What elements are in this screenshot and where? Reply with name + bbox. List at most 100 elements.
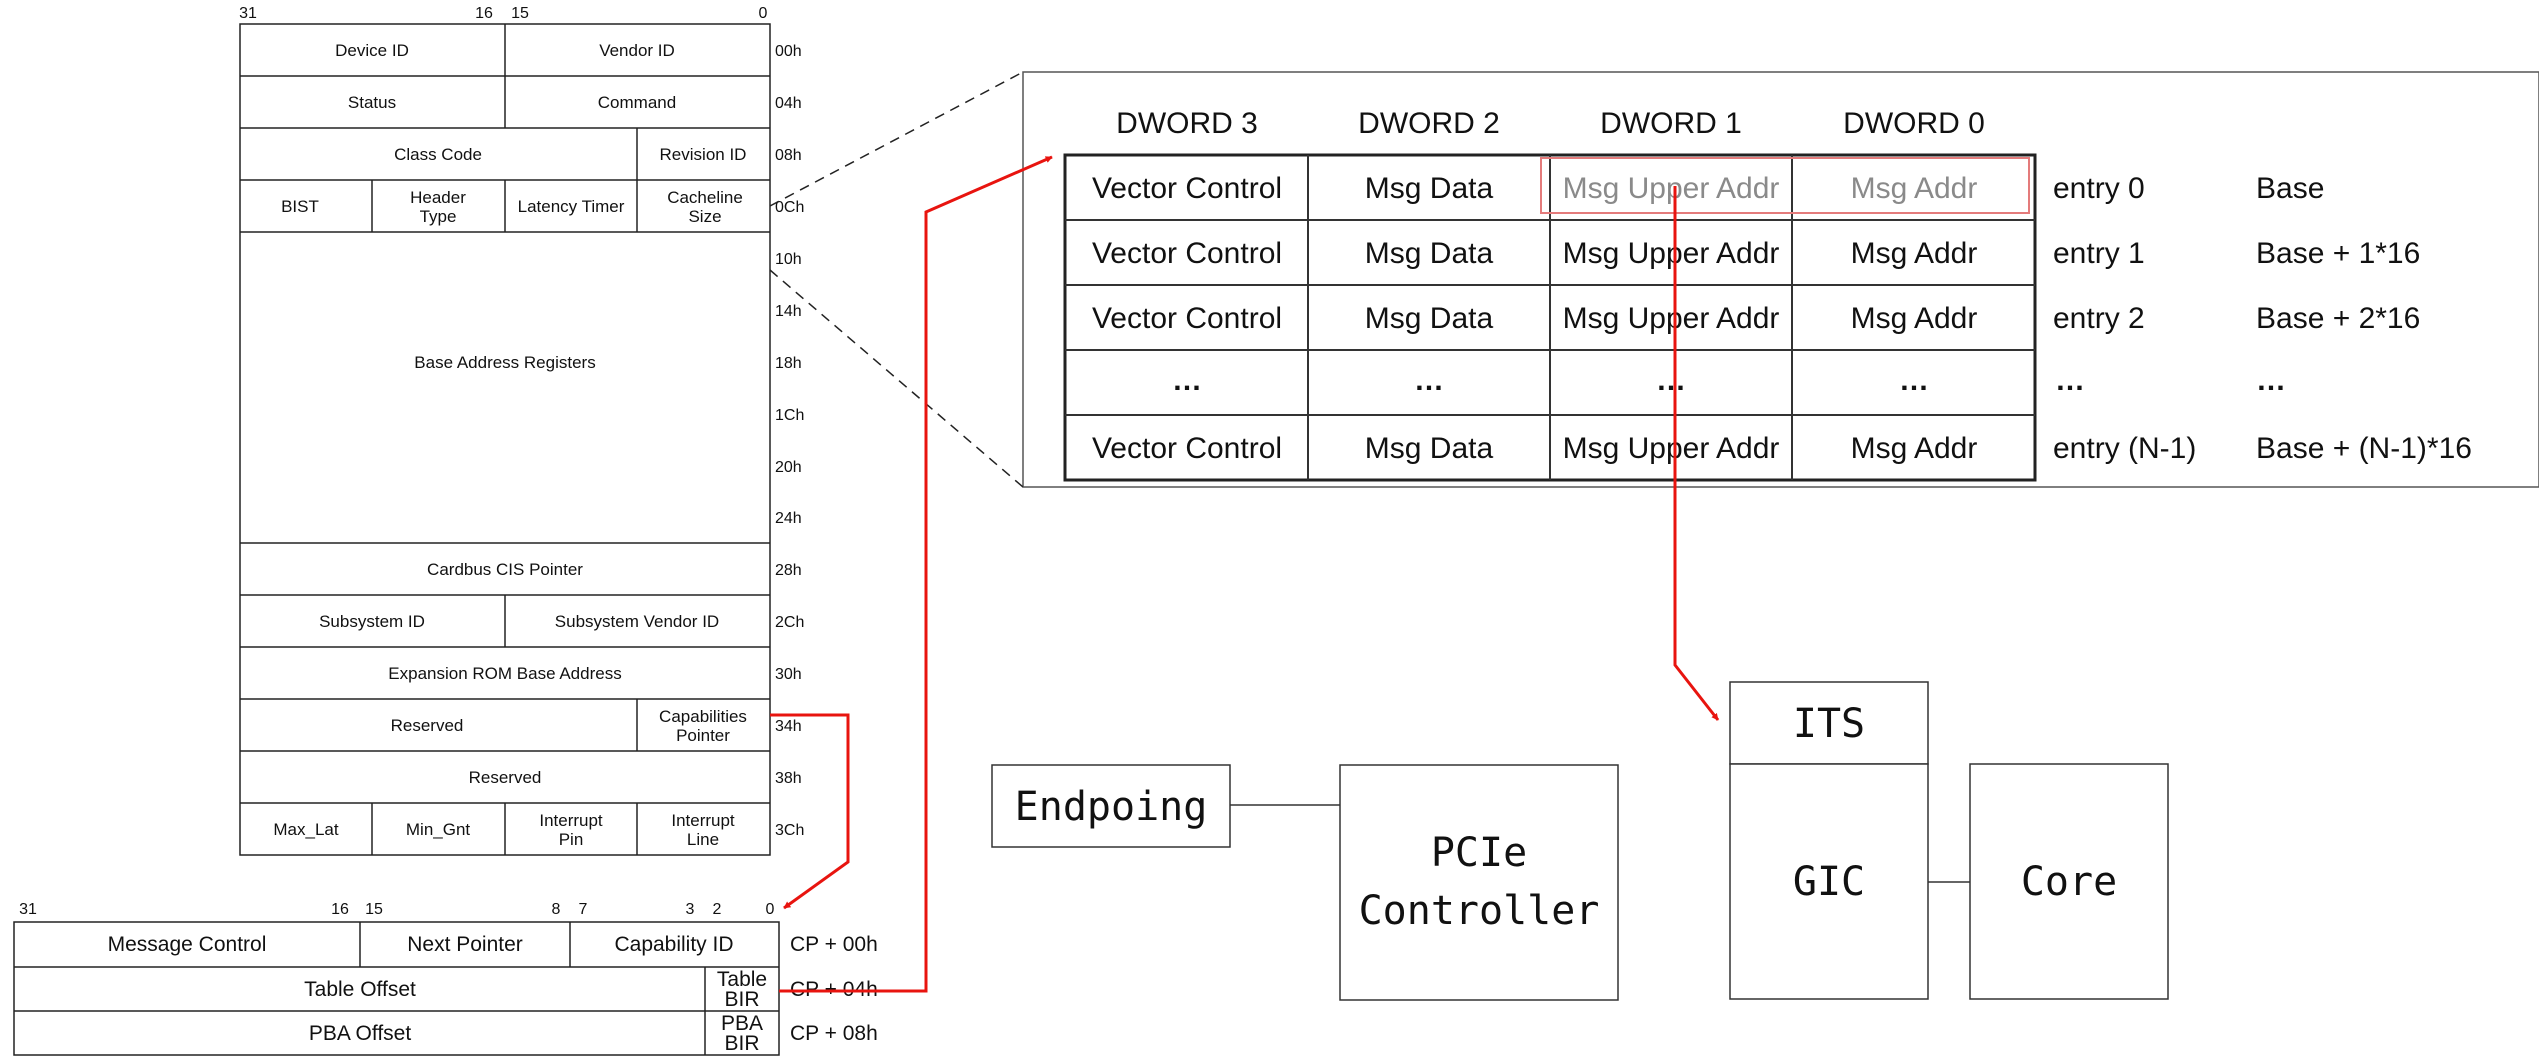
msix-cell-ellipsis: … bbox=[1172, 364, 1202, 397]
message-control-cell: Message Control bbox=[108, 933, 267, 956]
cap-bit-label-0: 0 bbox=[766, 901, 775, 918]
pcie-controller-label-line2: Controller bbox=[1359, 888, 1600, 934]
entry-label: entry 0 bbox=[2053, 172, 2145, 205]
endpoint-label: Endpoing bbox=[1015, 784, 1208, 830]
entry-label: entry 2 bbox=[2053, 302, 2145, 335]
msix-cell-msg-upper-addr: Msg Upper Addr bbox=[1563, 172, 1780, 205]
offset-label: 24h bbox=[775, 510, 802, 527]
header-type-cell-line2: Type bbox=[420, 207, 457, 226]
pba-bir-cell-line1: PBA bbox=[721, 1012, 763, 1035]
offset-label: 30h bbox=[775, 666, 802, 683]
offset-label: 0Ch bbox=[775, 199, 804, 216]
latency-timer-cell: Latency Timer bbox=[518, 197, 625, 216]
bit-label-16: 16 bbox=[475, 5, 493, 22]
pcie-controller-label-line1: PCIe bbox=[1431, 830, 1527, 876]
class-code-cell: Class Code bbox=[394, 145, 482, 164]
capabilities-pointer-cell-line2: Pointer bbox=[676, 726, 730, 745]
entry-label: … bbox=[2055, 364, 2085, 397]
msix-cell-vector-control: Vector Control bbox=[1092, 302, 1282, 335]
cap-bit-label-3: 3 bbox=[686, 901, 695, 918]
zoom-line-top bbox=[769, 71, 1024, 207]
status-cell: Status bbox=[348, 93, 396, 112]
offset-label: 04h bbox=[775, 95, 802, 112]
dword2-header: DWORD 2 bbox=[1358, 107, 1500, 140]
msix-cell-msg-data: Msg Data bbox=[1365, 237, 1494, 270]
pba-offset-cell: PBA Offset bbox=[309, 1022, 411, 1045]
capabilities-pointer-cell-line1: Capabilities bbox=[659, 707, 747, 726]
interrupt-pin-cell-line2: Pin bbox=[559, 830, 584, 849]
offset-label: 1Ch bbox=[775, 407, 804, 424]
cap-offset-label: CP + 08h bbox=[790, 1022, 878, 1045]
msix-cell-msg-addr: Msg Addr bbox=[1851, 172, 1978, 205]
cap-bit-label-7: 7 bbox=[579, 901, 588, 918]
revision-id-cell: Revision ID bbox=[660, 145, 747, 164]
entry-address: Base + 2*16 bbox=[2256, 302, 2420, 335]
msix-cell-msg-addr: Msg Addr bbox=[1851, 302, 1978, 335]
core-label: Core bbox=[2021, 859, 2117, 905]
cap-grid-lines bbox=[14, 922, 779, 1055]
cacheline-size-cell-line2: Size bbox=[688, 207, 721, 226]
pcie-controller-block bbox=[1339, 764, 1619, 1001]
table-offset-arrow bbox=[779, 155, 1053, 993]
entry-label: entry (N-1) bbox=[2053, 432, 2196, 465]
pba-bir-cell-line2: BIR bbox=[724, 1032, 759, 1055]
msix-cell-msg-data: Msg Data bbox=[1365, 432, 1494, 465]
bit-label-31: 31 bbox=[239, 5, 257, 22]
core-block bbox=[1969, 763, 2169, 1000]
offset-label: 20h bbox=[775, 459, 802, 476]
offset-label: 3Ch bbox=[775, 822, 804, 839]
red-arrows bbox=[770, 155, 1720, 993]
offset-label: 14h bbox=[775, 303, 802, 320]
cap-bit-label-16: 16 bbox=[331, 901, 349, 918]
msg-addr-to-its-arrow bbox=[1673, 186, 1720, 721]
zoom-line-bottom bbox=[769, 269, 1024, 488]
offset-label: 34h bbox=[775, 718, 802, 735]
cap-bit-label-2: 2 bbox=[713, 901, 722, 918]
cap-bit-label-31: 31 bbox=[19, 901, 37, 918]
msix-cell-vector-control: Vector Control bbox=[1092, 172, 1282, 205]
msix-table-panel: DWORD 3 DWORD 2 DWORD 1 DWORD 0 Vector C… bbox=[769, 71, 2539, 488]
bit-label-0: 0 bbox=[759, 5, 768, 22]
msix-cell-msg-upper-addr: Msg Upper Addr bbox=[1563, 302, 1780, 335]
offset-label: 18h bbox=[775, 355, 802, 372]
config-space-table: 31 16 15 0 bbox=[239, 5, 804, 856]
msix-cell-msg-upper-addr: Msg Upper Addr bbox=[1563, 432, 1780, 465]
entry-address: Base bbox=[2256, 172, 2324, 205]
bit-label-15: 15 bbox=[511, 5, 529, 22]
config-row-lines bbox=[240, 75, 770, 804]
expansion-rom-cell: Expansion ROM Base Address bbox=[388, 664, 621, 683]
msix-table-panel-frame bbox=[1022, 71, 2539, 488]
entry-address: Base + (N-1)*16 bbox=[2256, 432, 2472, 465]
msix-cell-msg-upper-addr: Msg Upper Addr bbox=[1563, 237, 1780, 270]
max-lat-cell: Max_Lat bbox=[273, 820, 338, 839]
cardbus-cell: Cardbus CIS Pointer bbox=[427, 560, 583, 579]
cap-pointer-arrow bbox=[770, 713, 850, 910]
system-blocks: Endpoing PCIe Controller ITS GIC Core bbox=[991, 681, 2169, 1001]
reserved-cell: Reserved bbox=[469, 768, 542, 787]
cap-bit-label-8: 8 bbox=[552, 901, 561, 918]
msix-cell-vector-control: Vector Control bbox=[1092, 432, 1282, 465]
offset-label: 10h bbox=[775, 251, 802, 268]
offset-label: 08h bbox=[775, 147, 802, 164]
msix-capability-frame bbox=[13, 921, 780, 1056]
cacheline-size-cell-line1: Cacheline bbox=[667, 188, 743, 207]
bist-cell: BIST bbox=[281, 197, 319, 216]
dword3-header: DWORD 3 bbox=[1116, 107, 1258, 140]
entry-address: … bbox=[2256, 364, 2286, 397]
msix-cell-ellipsis: … bbox=[1414, 364, 1444, 397]
capability-id-cell: Capability ID bbox=[614, 933, 733, 956]
msix-capability-table: 31 16 15 8 7 3 2 0 Message Control Next … bbox=[13, 901, 878, 1056]
interrupt-line-cell-line1: Interrupt bbox=[671, 811, 735, 830]
vendor-id-cell: Vendor ID bbox=[599, 41, 675, 60]
table-bir-cell-line2: BIR bbox=[724, 988, 759, 1011]
next-pointer-cell: Next Pointer bbox=[407, 933, 523, 956]
header-type-cell-line1: Header bbox=[410, 188, 466, 207]
device-id-cell: Device ID bbox=[335, 41, 409, 60]
cap-offset-label: CP + 00h bbox=[790, 933, 878, 956]
msix-cell-ellipsis: … bbox=[1656, 364, 1686, 397]
min-gnt-cell: Min_Gnt bbox=[406, 820, 471, 839]
its-label: ITS bbox=[1793, 701, 1865, 747]
msix-cell-msg-data: Msg Data bbox=[1365, 302, 1494, 335]
entry0-address-highlight bbox=[1540, 157, 2030, 214]
